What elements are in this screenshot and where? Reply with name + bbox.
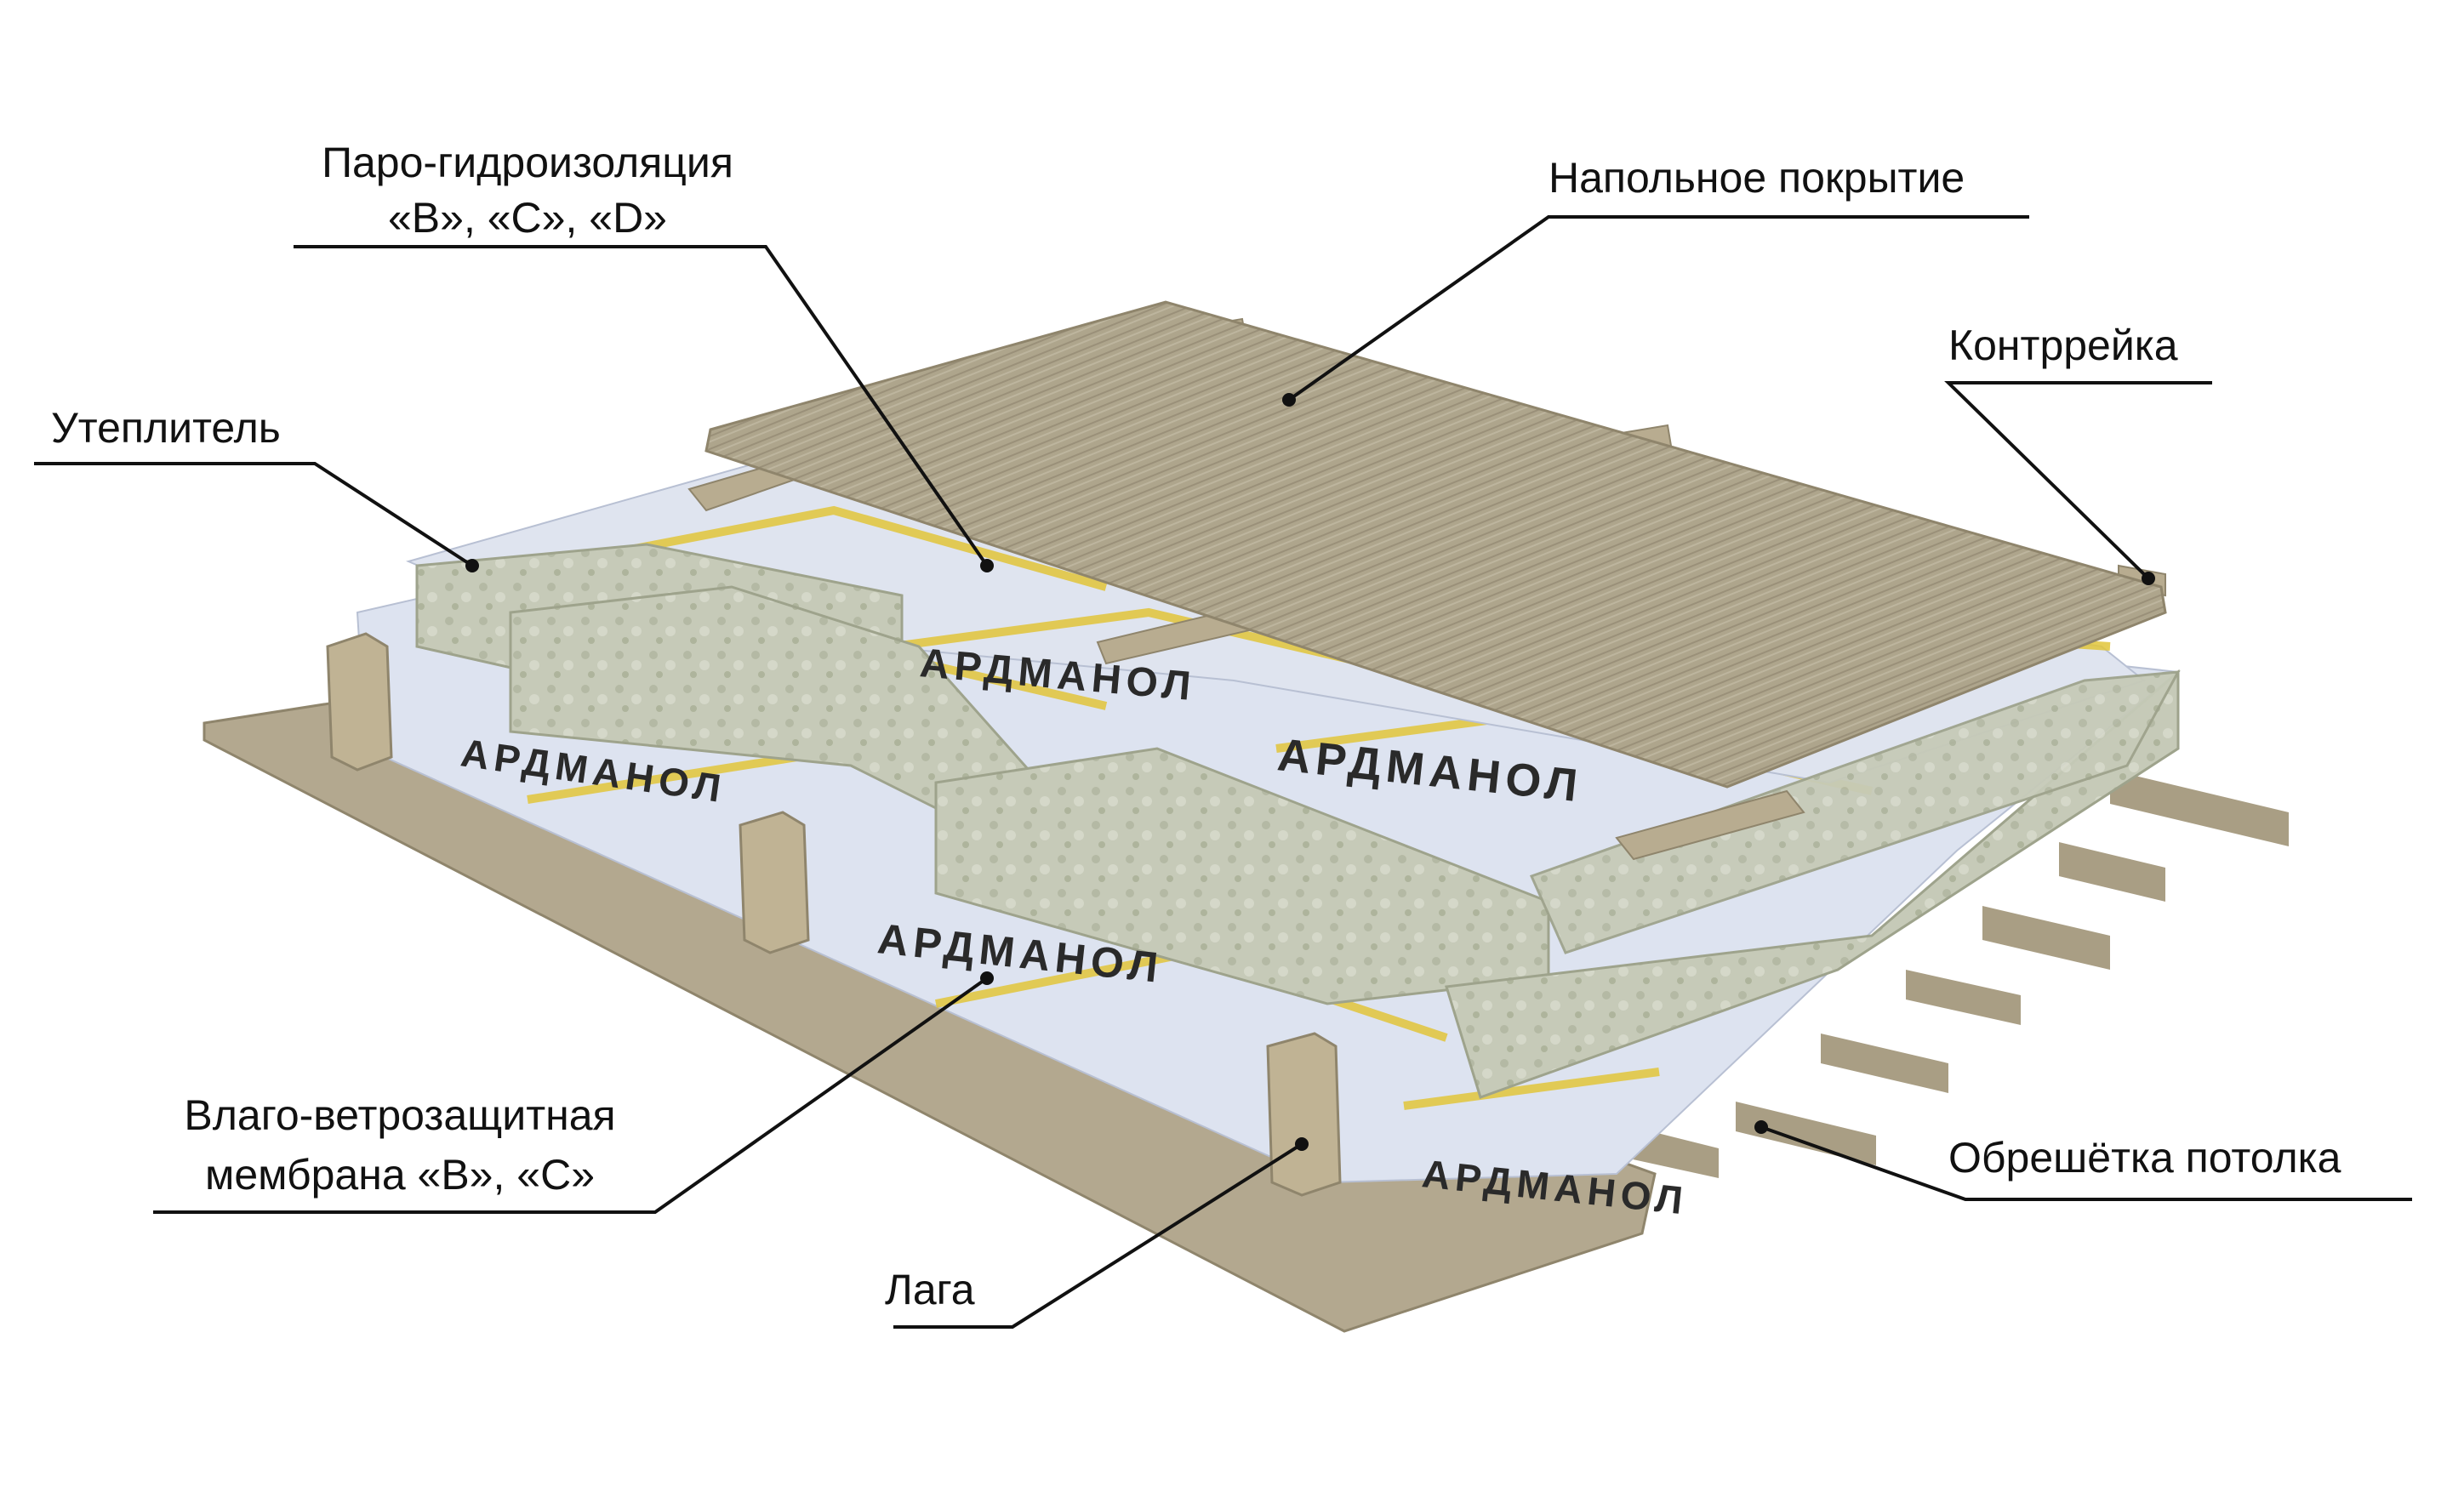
leader-counter-batten xyxy=(1944,381,2212,580)
label-insulation: Утеплитель xyxy=(51,404,281,452)
leader-dot xyxy=(1282,393,1296,407)
leader-vapor-barrier xyxy=(294,245,989,567)
lathing-board xyxy=(2059,842,2165,902)
label-joist: Лага xyxy=(885,1266,975,1313)
leader-dot xyxy=(465,559,479,572)
joist-post xyxy=(1266,1032,1342,1197)
lathing-board xyxy=(2110,770,2289,846)
floor-covering-board xyxy=(704,300,2167,789)
joist-post xyxy=(326,632,393,772)
lathing-board xyxy=(1736,1102,1876,1165)
leader-dot xyxy=(1754,1120,1768,1134)
label-vapor-barrier-line2: «B», «C», «D» xyxy=(388,194,667,242)
label-wind-membrane-line1: Влаго-ветрозащитная xyxy=(184,1091,616,1139)
counter-batten xyxy=(1615,789,1805,861)
lathing-board xyxy=(1906,970,2021,1025)
label-counter-batten: Контррейка xyxy=(1948,322,2178,369)
leader-joist xyxy=(893,1142,1303,1329)
leader-lines xyxy=(34,215,2412,1329)
insulation-slab-top-right xyxy=(1529,670,2181,954)
leader-dots xyxy=(465,393,2155,1151)
lathing-board xyxy=(1821,1034,1948,1093)
leader-dot xyxy=(980,971,994,985)
leader-dot xyxy=(2142,572,2155,585)
lathing-board xyxy=(1982,906,2110,970)
joist-post xyxy=(739,811,810,954)
leader-floor-covering xyxy=(1287,215,2029,401)
ceiling-lathing-group xyxy=(1583,770,2289,1178)
leader-insulation xyxy=(34,462,474,567)
leader-ceiling-lathing xyxy=(1760,1125,2412,1201)
label-wind-membrane-line2: мембрана «B», «C» xyxy=(204,1151,596,1199)
leader-dot xyxy=(1295,1137,1309,1151)
leader-dot xyxy=(980,559,994,572)
label-floor-covering: Напольное покрытие xyxy=(1549,154,1965,202)
label-vapor-barrier-line1: Паро-гидроизоляция xyxy=(322,139,733,186)
label-ceiling-lathing: Обрешётка потолка xyxy=(1948,1134,2341,1182)
insulation-slabs xyxy=(415,543,2181,1099)
leader-wind-membrane xyxy=(153,977,989,1214)
insulation-slab-right xyxy=(1445,669,2180,1099)
